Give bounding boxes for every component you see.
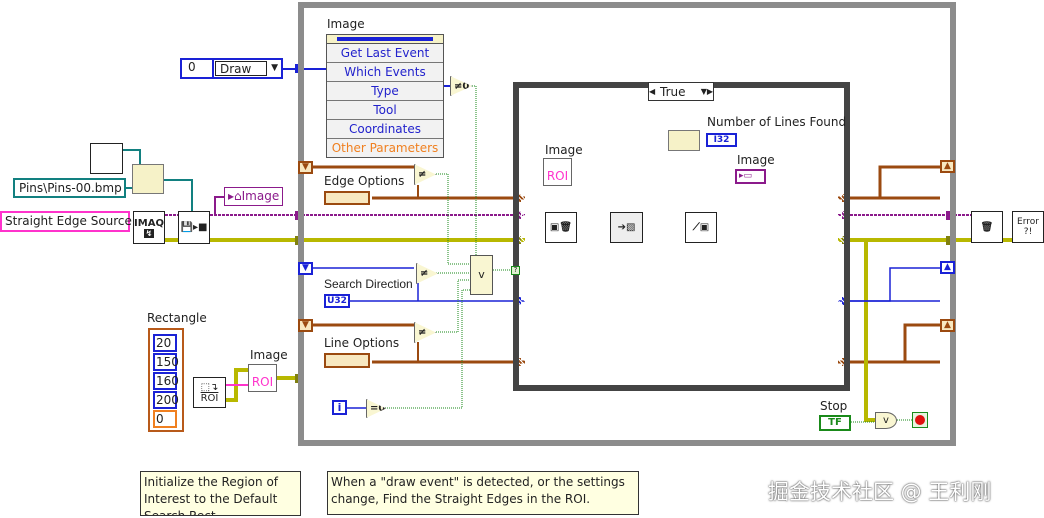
wire-path — [123, 149, 193, 211]
case-selector[interactable]: ◀ True ▼▶ — [648, 82, 714, 101]
dropdown-icon[interactable]: ▼ — [271, 63, 278, 73]
case-image-roi-node[interactable]: ROI — [543, 158, 572, 186]
wire-direction-sr — [850, 267, 940, 302]
case-selector-terminal: ? — [511, 266, 520, 275]
error-handler-node[interactable]: Error ?! — [1012, 211, 1044, 243]
search-direction-constant[interactable]: U32 — [324, 294, 350, 308]
image-event-property-node[interactable]: Get Last Event Which Events Type Tool Co… — [326, 34, 444, 158]
rect-to-roi-node[interactable]: ⬚↴ROI — [193, 377, 226, 408]
prop-coordinates[interactable]: Coordinates — [327, 120, 443, 139]
line-options-constant[interactable] — [324, 353, 370, 368]
prop-get-last-event[interactable]: Get Last Event — [327, 44, 443, 63]
wire-edge-sr — [850, 165, 940, 200]
comment-draw-event: When a "draw event" is detected, or the … — [327, 471, 639, 515]
prop-which-events[interactable]: Which Events — [327, 63, 443, 82]
compound-or-node[interactable]: v — [470, 255, 493, 295]
prev-case-icon[interactable]: ◀ — [649, 87, 656, 96]
wire-stop — [851, 419, 912, 423]
imaq-create-node[interactable]: IMAQ↯ — [133, 211, 165, 244]
iteration-terminal: i — [332, 400, 347, 415]
draw-enum-constant[interactable]: 0 Draw ▼ — [180, 58, 283, 79]
rectangle-array-constant[interactable]: 20 150 160 200 0 — [148, 328, 184, 432]
shift-register-left-2[interactable]: ▼ — [298, 262, 313, 275]
array-size-node[interactable] — [668, 130, 700, 151]
shift-register-left-1[interactable]: ▼ — [298, 161, 313, 174]
clear-overlay-node[interactable]: ▣🗑 — [545, 212, 577, 243]
overlay-lines-node[interactable]: ⟋▣ — [685, 212, 717, 243]
loop-condition-terminal[interactable] — [912, 412, 928, 428]
imaq-read-file-node[interactable]: 💾▸■ — [178, 211, 210, 244]
edge-options-constant[interactable] — [324, 191, 370, 205]
shift-register-right-1[interactable]: ▲ — [940, 160, 955, 173]
wire-error-stop — [864, 240, 875, 422]
file-path-constant[interactable]: Pins\Pins-00.bmp — [13, 178, 126, 198]
roi-icon: ⬚↴ — [200, 381, 219, 393]
stop-button-terminal[interactable]: TF — [819, 415, 851, 431]
dropdown-icon[interactable]: ▼▶ — [700, 87, 713, 96]
find-straight-edges-node[interactable]: ➔▧ — [610, 212, 643, 243]
vision-folder-icon — [90, 143, 123, 174]
comment-roi-init: Initialize the Region of Interest to the… — [140, 471, 301, 516]
build-path-icon — [132, 164, 164, 194]
lines-found-indicator: I32 — [706, 133, 737, 147]
or-node[interactable]: v — [875, 412, 897, 429]
shift-register-left-3[interactable]: ▼ — [298, 319, 313, 332]
wire-line-sr — [850, 323, 940, 364]
watermark: 掘金技术社区 @ 王利刚 — [768, 480, 992, 504]
stop-icon — [915, 415, 925, 425]
error-icon: ↯ — [143, 228, 155, 238]
shift-register-right-2[interactable]: ▲ — [940, 261, 955, 274]
search-direction-label: Search Direction — [324, 277, 413, 291]
prop-type[interactable]: Type — [327, 82, 443, 101]
image-indicator: ▸▭ — [735, 169, 766, 184]
image-roi-property-node[interactable]: ROI — [248, 364, 277, 392]
shift-register-right-3[interactable]: ▲ — [940, 319, 955, 332]
wire-image-branch — [214, 196, 224, 215]
while-loop — [298, 2, 956, 446]
image-name-constant[interactable]: Straight Edge Source — [0, 211, 132, 232]
prop-other-parameters[interactable]: Other Parameters — [327, 139, 443, 157]
dispose-image-node[interactable]: 🗑 — [971, 211, 1003, 243]
wire-boolean — [385, 85, 512, 409]
image-property-node[interactable]: ▸⌂Image — [224, 187, 283, 206]
prop-tool[interactable]: Tool — [327, 101, 443, 120]
